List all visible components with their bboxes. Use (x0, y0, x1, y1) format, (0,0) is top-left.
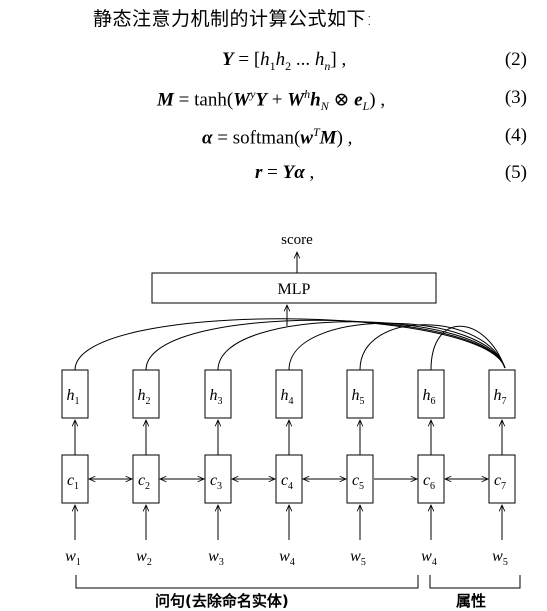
equation-4-body: α = softman(wTM) , (202, 125, 353, 149)
equation-5-number: (5) (504, 162, 527, 183)
w-label: w5 (492, 548, 508, 568)
c-box (132, 454, 160, 504)
c-box (204, 454, 232, 504)
h-box (132, 369, 160, 419)
c-box (346, 454, 374, 504)
mlp-box (151, 272, 437, 304)
h-box (488, 369, 516, 419)
c-label: c6 (423, 472, 435, 492)
equation-2: Y = [h1h2 ... hn] , (2) (0, 49, 547, 79)
score-label: score (281, 232, 313, 248)
equation-2-body: Y = [h1h2 ... hn] , (222, 49, 347, 73)
h-label: h4 (281, 387, 294, 407)
equation-3-number: (3) (504, 87, 527, 108)
c-label: c7 (494, 472, 506, 492)
c-label: c1 (67, 472, 79, 492)
attention-curve (430, 325, 506, 371)
attention-curve (359, 324, 506, 371)
bracket-attribute (429, 575, 521, 589)
w-label: w3 (208, 548, 224, 568)
w-label: w5 (350, 548, 366, 568)
bracket-question-label: 问句(去除命名实体) (155, 592, 289, 610)
attention-curve (74, 318, 506, 371)
attention-curve (145, 319, 506, 371)
h-label: h3 (210, 387, 223, 407)
c-box (417, 454, 445, 504)
c-label: c3 (210, 472, 222, 492)
c-box (61, 454, 89, 504)
equation-5-body: r = Yα , (255, 162, 315, 183)
h-label: h5 (352, 387, 365, 407)
h-box (204, 369, 232, 419)
equation-4-number: (4) (504, 125, 527, 146)
h-box (346, 369, 374, 419)
w-label: w2 (136, 548, 152, 568)
intro-text: 静态注意力机制的计算公式如下: (93, 8, 373, 30)
h-box (61, 369, 89, 419)
equation-3-body: M = tanh(WyY + WhhN ⊗ eL) , (157, 87, 386, 114)
equation-3: M = tanh(WyY + WhhN ⊗ eL) , (3) (0, 87, 547, 117)
h-box (417, 369, 445, 419)
attention-curve (288, 322, 506, 371)
equation-5: r = Yα , (5) (0, 162, 547, 192)
c-label: c5 (352, 472, 364, 492)
h-label: h1 (67, 387, 80, 407)
h-label: h7 (494, 387, 507, 407)
w-label: w4 (279, 548, 295, 568)
w-label: w1 (65, 548, 81, 568)
w-label: w4 (421, 548, 437, 568)
attention-curve (217, 321, 506, 371)
h-box (275, 369, 303, 419)
bracket-question (75, 575, 419, 589)
h-label: h6 (423, 387, 436, 407)
c-box (488, 454, 516, 504)
equation-2-number: (2) (504, 49, 527, 70)
c-box (275, 454, 303, 504)
bracket-attribute-label: 属性 (456, 592, 487, 610)
c-label: c2 (138, 472, 150, 492)
network-structure: h1 c1 w1 h2 c2 w2 h3 c3 w3 h4 c4 w4 h5 c5 w5 h6 c6 w4 h7 c7… (61, 318, 516, 568)
mlp-label: MLP (278, 281, 311, 298)
h-label: h2 (138, 387, 151, 407)
equation-4: α = softman(wTM) , (4) (0, 125, 547, 155)
c-label: c4 (281, 472, 293, 492)
